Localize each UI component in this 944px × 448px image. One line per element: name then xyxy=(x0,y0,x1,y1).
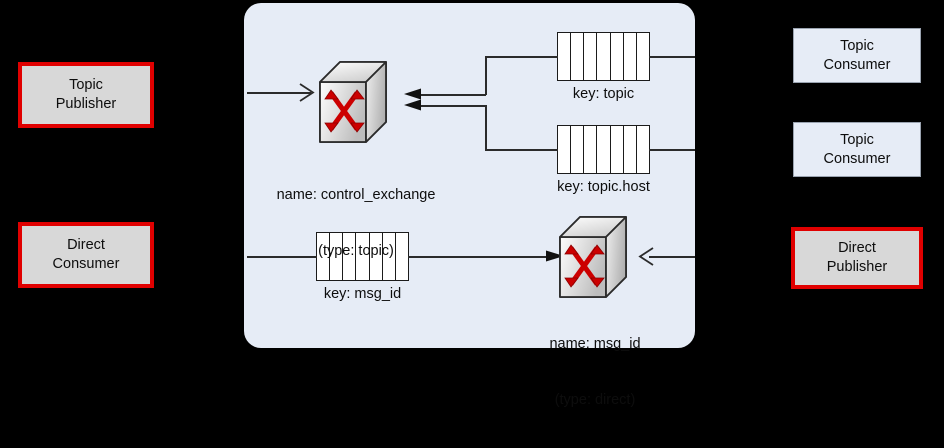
node-topic-publisher[interactable]: Topic Publisher xyxy=(18,62,154,128)
queue-topic[interactable] xyxy=(557,32,650,81)
queue-cell xyxy=(611,126,624,173)
queue-cell xyxy=(624,33,637,80)
queue-cell xyxy=(317,233,331,280)
queue-cell xyxy=(558,126,572,173)
node-topic-consumer-1[interactable]: Topic Consumer xyxy=(793,28,921,83)
node-label-line2: Publisher xyxy=(55,96,117,112)
control-exchange-type: (type: topic) xyxy=(318,243,394,260)
wire-queue-topic-host-to-exchange xyxy=(412,105,486,107)
wire-queue-topic-to-exchange xyxy=(412,94,486,96)
queue-msg-id[interactable] xyxy=(316,232,409,281)
queue-cell xyxy=(356,233,370,280)
node-direct-consumer[interactable]: Direct Consumer xyxy=(18,222,154,288)
node-label-line2: Publisher xyxy=(826,259,888,275)
wire-queue-topic-host-to-consumer xyxy=(649,149,695,151)
queue-cell xyxy=(571,33,585,80)
queue-topic-host-label: key: topic.host xyxy=(557,179,650,195)
wire-msg-id-queue-to-exchange xyxy=(408,256,554,258)
wire-queue-topic-to-consumer xyxy=(649,56,695,58)
queue-msg-id-label: key: msg_id xyxy=(323,286,402,302)
queue-cell xyxy=(597,126,611,173)
wire-msg-id-queue-to-direct-consumer xyxy=(247,256,317,258)
queue-topic-host[interactable] xyxy=(557,125,650,174)
queue-topic-label: key: topic xyxy=(572,86,635,102)
queue-cell xyxy=(571,126,585,173)
wire-queue-topic-host-out-left xyxy=(485,149,558,151)
diagram-canvas: Topic Publisher Direct Consumer Topic Co… xyxy=(18,3,923,409)
node-label-line1: Topic xyxy=(69,77,103,94)
wire-queue-topic-drop xyxy=(485,56,487,95)
node-label-line2: Consumer xyxy=(823,56,891,73)
queue-cell xyxy=(330,233,344,280)
node-label-line1: Direct xyxy=(67,237,105,254)
control-exchange-name: name: control_exchange xyxy=(276,186,436,203)
queue-cell xyxy=(343,233,357,280)
node-label-line1: Topic xyxy=(840,131,874,148)
wire-direct-publisher-to-exchange xyxy=(649,256,695,258)
wire-publisher-to-control-exchange xyxy=(247,92,311,94)
msg-id-exchange-type: (type: direct) xyxy=(554,392,636,409)
queue-cell xyxy=(584,126,598,173)
control-exchange-label: name: control_exchange (type: topic) xyxy=(245,148,467,299)
queue-cell xyxy=(370,233,383,280)
queue-cell xyxy=(624,126,637,173)
queue-cell xyxy=(584,33,598,80)
queue-cell xyxy=(637,33,649,80)
node-label-line1: Direct xyxy=(838,240,876,257)
queue-cell xyxy=(597,33,611,80)
wire-queue-topic-out-left xyxy=(485,56,558,58)
queue-cell xyxy=(611,33,624,80)
node-topic-consumer-2[interactable]: Topic Consumer xyxy=(793,122,921,177)
msg-id-exchange-name: name: msg_id xyxy=(549,335,641,352)
node-label-line2: Consumer xyxy=(823,150,891,167)
queue-cell xyxy=(637,126,649,173)
wire-queue-topic-host-rise xyxy=(485,105,487,150)
queue-cell xyxy=(383,233,396,280)
msg-id-exchange-label: name: msg_id (type: direct) xyxy=(487,297,703,448)
node-label-line1: Topic xyxy=(840,37,874,54)
queue-cell xyxy=(558,33,572,80)
node-label-line2: Consumer xyxy=(52,256,120,272)
node-direct-publisher[interactable]: Direct Publisher xyxy=(791,227,923,289)
